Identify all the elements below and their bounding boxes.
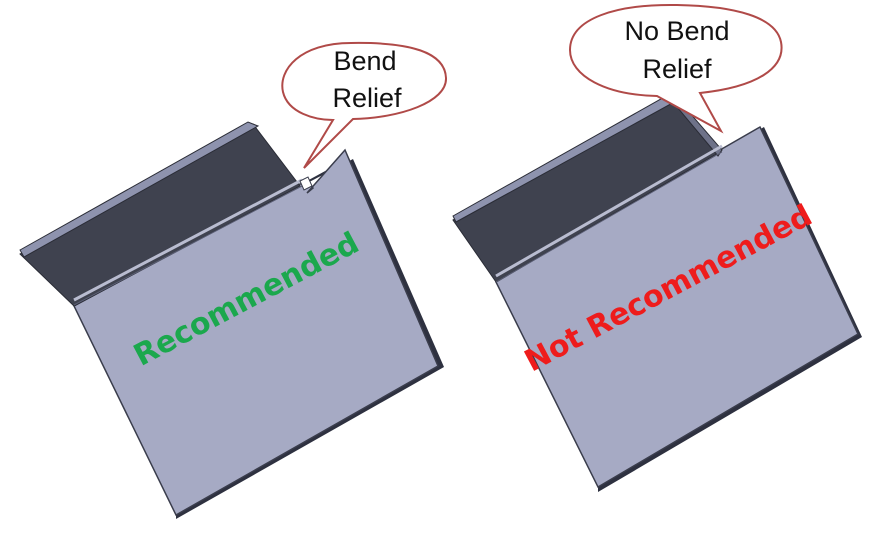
right-bend-line	[495, 144, 723, 278]
right-callout-line2: Relief	[642, 54, 712, 84]
left-bend-line	[73, 178, 303, 302]
left-callout-line1: Bend	[333, 46, 396, 76]
right-callout-bubble: No Bend Relief	[568, 3, 783, 134]
left-sheet-metal-part	[19, 121, 444, 519]
left-callout-bubble: Bend Relief	[281, 41, 448, 169]
right-callout-line1: No Bend	[624, 16, 729, 46]
left-callout-line2: Relief	[332, 83, 402, 113]
right-sheet-metal-part	[452, 94, 862, 492]
left-bend-relief-notch	[299, 176, 313, 191]
left-flange-top-edge	[19, 121, 260, 258]
